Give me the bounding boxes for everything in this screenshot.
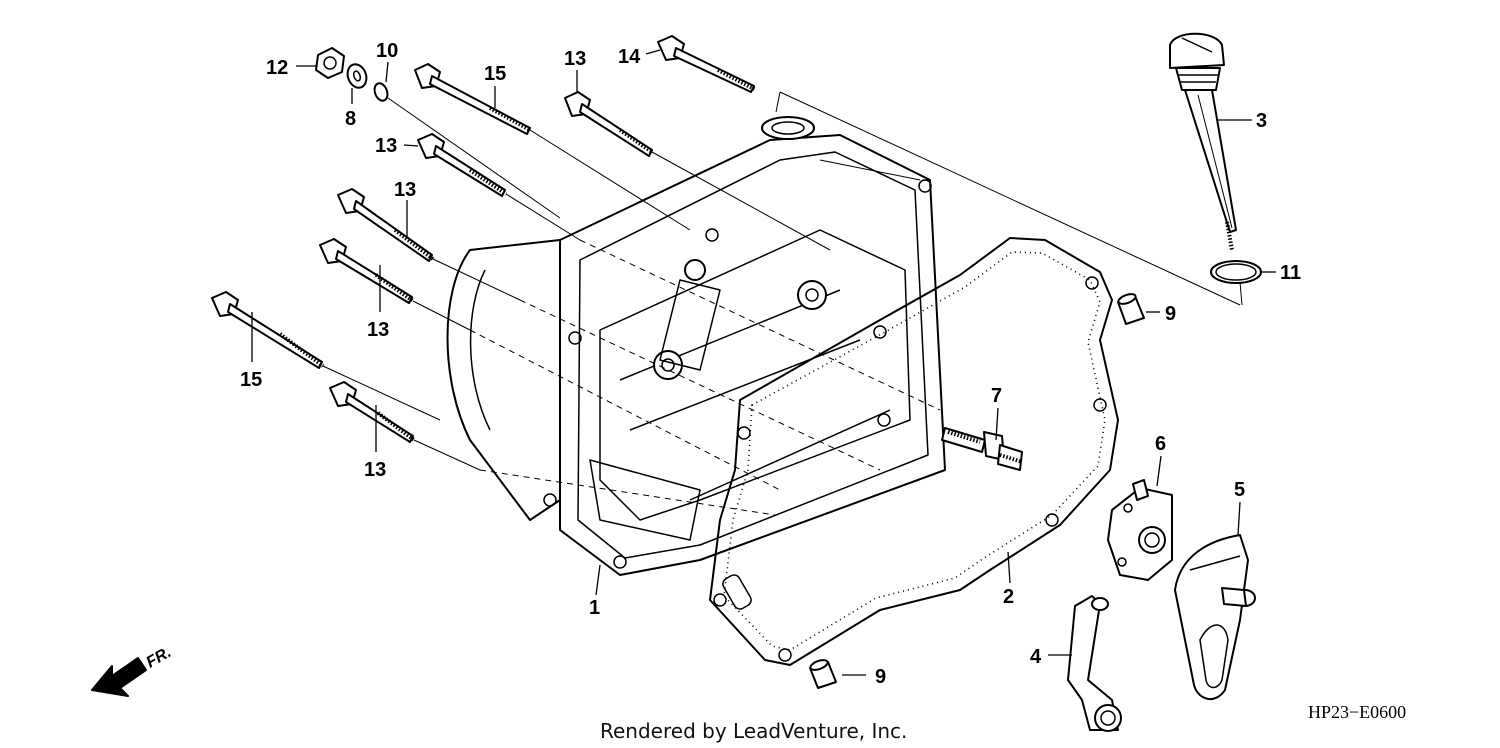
render-credit: Rendered by LeadVenture, Inc. [600, 719, 907, 743]
callout-15-upper: 15 [484, 63, 506, 85]
front-direction-arrow: FR. [91, 644, 175, 697]
bolt-13-upper [564, 91, 654, 157]
callout-4: 4 [1030, 646, 1042, 668]
bolt-13-fourth [319, 238, 415, 304]
callout-5: 5 [1234, 479, 1245, 501]
nut [315, 47, 345, 79]
callout-13-upper: 13 [564, 48, 586, 70]
callout-2: 2 [1003, 586, 1014, 608]
oil-dipstick [1169, 32, 1237, 251]
callout-6: 6 [1155, 433, 1166, 455]
callout-11: 11 [1280, 262, 1301, 284]
bolt-13-third [337, 188, 435, 262]
dowel-pin-lower [809, 659, 837, 689]
bolt-14 [657, 35, 757, 93]
bolt-15-upper [414, 63, 531, 135]
bolt-13-second [417, 133, 508, 197]
callout-3: 3 [1256, 110, 1267, 132]
diagram-code: HP23−E0600 [1308, 702, 1406, 722]
dowel-pin-upper [1117, 293, 1145, 325]
cover-gasket [709, 237, 1119, 666]
callout-13-third: 13 [394, 179, 416, 201]
callout-labels: 12 10 8 15 13 14 13 13 13 15 13 3 11 9 7… [240, 40, 1301, 688]
callout-9-upper: 9 [1165, 303, 1176, 325]
callout-7: 7 [991, 385, 1002, 407]
callout-1: 1 [589, 597, 600, 619]
callout-14: 14 [618, 46, 641, 68]
callout-13-fourth: 13 [367, 319, 389, 341]
callout-13-lower: 13 [364, 459, 386, 481]
callout-8: 8 [345, 108, 356, 130]
callout-13-second: 13 [375, 135, 397, 157]
stud-bolt [941, 427, 1023, 471]
bolt-13-lower [329, 381, 416, 443]
crankcase-cover-left [446, 116, 946, 576]
o-ring [1210, 260, 1262, 284]
callout-15-lower: 15 [240, 369, 262, 391]
callout-10: 10 [376, 40, 398, 62]
callout-12: 12 [266, 57, 288, 79]
leader-lines [251, 49, 1276, 676]
front-direction-label: FR. [144, 644, 175, 672]
assembly-lines [322, 91, 1243, 516]
washer-10 [373, 82, 389, 102]
washer-8 [346, 63, 368, 89]
bolt-15-lower [211, 291, 325, 369]
callout-9-lower: 9 [875, 666, 886, 688]
clutch-lever-arm [1067, 595, 1122, 732]
cover-plate [1107, 479, 1173, 581]
lifter-cam-plate [1174, 534, 1256, 700]
